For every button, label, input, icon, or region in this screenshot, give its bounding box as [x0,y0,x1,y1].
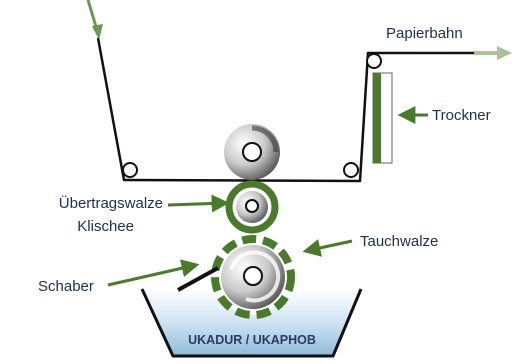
arrow-transfer-roll [167,194,230,213]
arrow-scraper [107,259,200,287]
dryer [372,72,393,164]
label-dip-roll: Tauchwalze [360,233,438,250]
label-scraper: Schaber [38,278,94,295]
guide-roller-left [122,162,138,178]
label-dryer: Trockner [432,107,491,124]
guide-roller-right [343,162,359,178]
arrow-down-right-icon [86,0,103,40]
label-paper-web: Papierbahn [386,25,463,42]
transfer-roll [225,180,279,234]
dip-roll [211,235,295,319]
coating-tank [140,288,363,358]
label-plate: Klischee [77,218,134,235]
arrow-right-icon [474,46,512,60]
label-transfer-roll: Übertragswalze [59,194,163,212]
paper-web-path [96,37,476,183]
guide-roller-top [366,53,382,69]
scraper-blade [177,266,219,292]
label-tank: UKADUR / UKAPHOB [188,333,316,347]
arrow-dip-roll [302,239,353,257]
impression-roll [224,124,280,180]
